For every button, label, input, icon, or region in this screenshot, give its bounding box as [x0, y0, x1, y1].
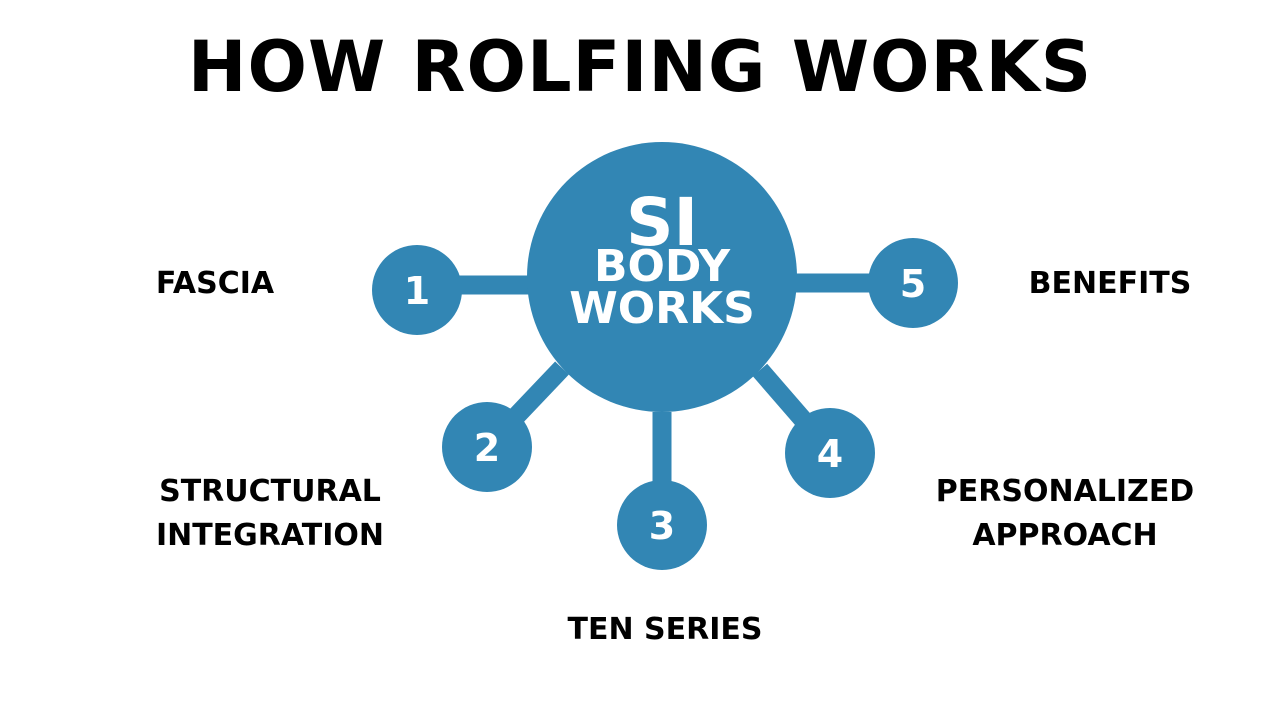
node-label-ten-series: TEN SERIES — [530, 608, 800, 652]
label-line: INTEGRATION — [155, 518, 385, 553]
label-line: APPROACH — [972, 518, 1158, 553]
label-line: BENEFITS — [1028, 266, 1192, 301]
node-circle — [442, 402, 532, 492]
label-line: FASCIA — [155, 266, 275, 301]
node-circle — [617, 480, 707, 570]
center-hub-text-works: WORKS — [569, 283, 755, 334]
label-line: TEN SERIES — [567, 612, 763, 647]
node-number: 4 — [817, 432, 843, 476]
node-3: 3 — [617, 480, 707, 570]
node-number: 5 — [900, 262, 926, 306]
node-number: 1 — [404, 269, 430, 313]
node-number: 2 — [474, 426, 500, 470]
node-label-benefits: BENEFITS — [1010, 262, 1210, 306]
node-label-fascia: FASCIA — [130, 262, 300, 306]
node-4: 4 — [785, 408, 875, 498]
node-label-personalized-approach: PERSONALIZED APPROACH — [910, 470, 1220, 558]
node-number: 3 — [649, 504, 675, 548]
node-5: 5 — [868, 238, 958, 328]
page-title: HOW ROLFING WORKS — [187, 26, 1093, 108]
node-circle — [868, 238, 958, 328]
label-line: PERSONALIZED — [935, 474, 1195, 509]
label-line: STRUCTURAL — [159, 474, 381, 509]
center-hub-circle — [527, 142, 797, 412]
center-hub-text-body: BODY — [594, 241, 731, 292]
node-1: 1 — [372, 245, 462, 335]
node-label-structural-integration: STRUCTURAL INTEGRATION — [130, 470, 410, 558]
node-circle — [372, 245, 462, 335]
center-hub-text-si: SI — [626, 184, 698, 261]
node-2: 2 — [442, 402, 532, 492]
node-circle — [785, 408, 875, 498]
